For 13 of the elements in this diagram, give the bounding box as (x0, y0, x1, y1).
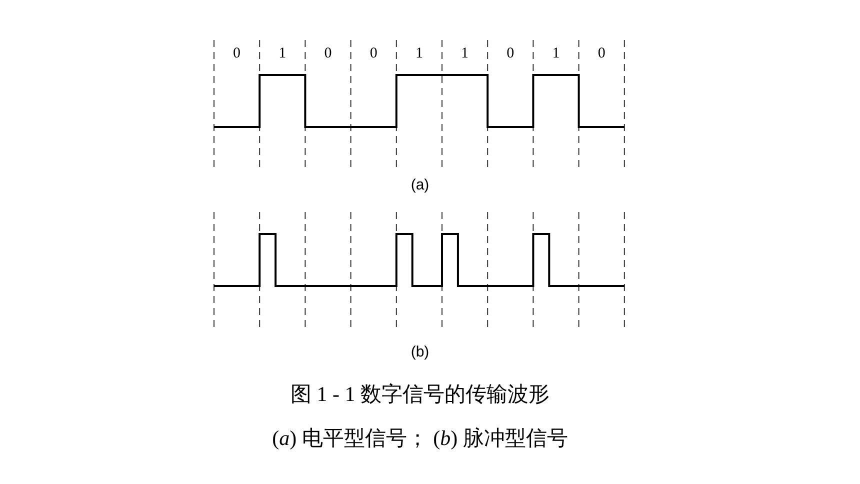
panel-label: (b) (410, 344, 430, 360)
bit-value: 0 (233, 46, 241, 62)
bit-value: 0 (506, 46, 514, 62)
figure-caption: (a) 电平型信号； (b) 脉冲型信号 (272, 425, 568, 452)
bit-value: 1 (552, 46, 560, 62)
bit-value: 1 (415, 46, 423, 62)
bit-value: 1 (461, 46, 469, 62)
bit-value: 1 (278, 46, 286, 62)
bit-value: 0 (324, 46, 332, 62)
bit-value: 0 (598, 46, 606, 62)
figure-title: 图 1 - 1 数字信号的传输波形 (290, 381, 550, 408)
bit-value: 0 (370, 46, 378, 62)
panel-label: (a) (410, 176, 430, 194)
